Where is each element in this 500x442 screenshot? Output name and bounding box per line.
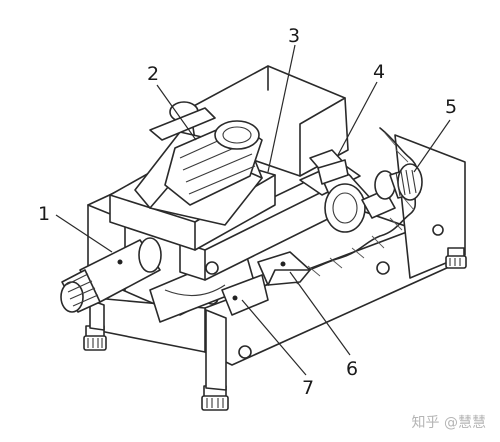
leader-2	[156, 84, 197, 141]
front-leg	[205, 309, 227, 391]
foot	[445, 247, 467, 269]
rear-bracket	[149, 107, 216, 141]
leader-7	[241, 299, 307, 376]
left-leg	[89, 299, 105, 331]
callout-6: 6	[346, 358, 358, 380]
callout-2: 2	[147, 63, 159, 85]
block-7	[221, 274, 269, 316]
cap-block-front	[317, 159, 349, 185]
leader-3	[267, 44, 296, 173]
leader-4	[337, 81, 378, 156]
leader-1	[55, 214, 113, 253]
callout-3: 3	[288, 25, 300, 47]
leader-5	[413, 119, 451, 173]
callout-5: 5	[445, 96, 457, 118]
base-hole	[432, 224, 444, 236]
shaft-1	[60, 237, 162, 313]
roller-2	[164, 120, 263, 206]
watermark: 知乎 @慧慧	[411, 415, 486, 431]
callout-1: 1	[38, 203, 50, 225]
callout-7: 7	[302, 377, 314, 399]
beam-bolt	[205, 261, 219, 275]
callout-4: 4	[373, 61, 385, 83]
leader-6	[289, 271, 351, 356]
base-hole	[238, 345, 252, 359]
base-hole	[376, 261, 390, 275]
